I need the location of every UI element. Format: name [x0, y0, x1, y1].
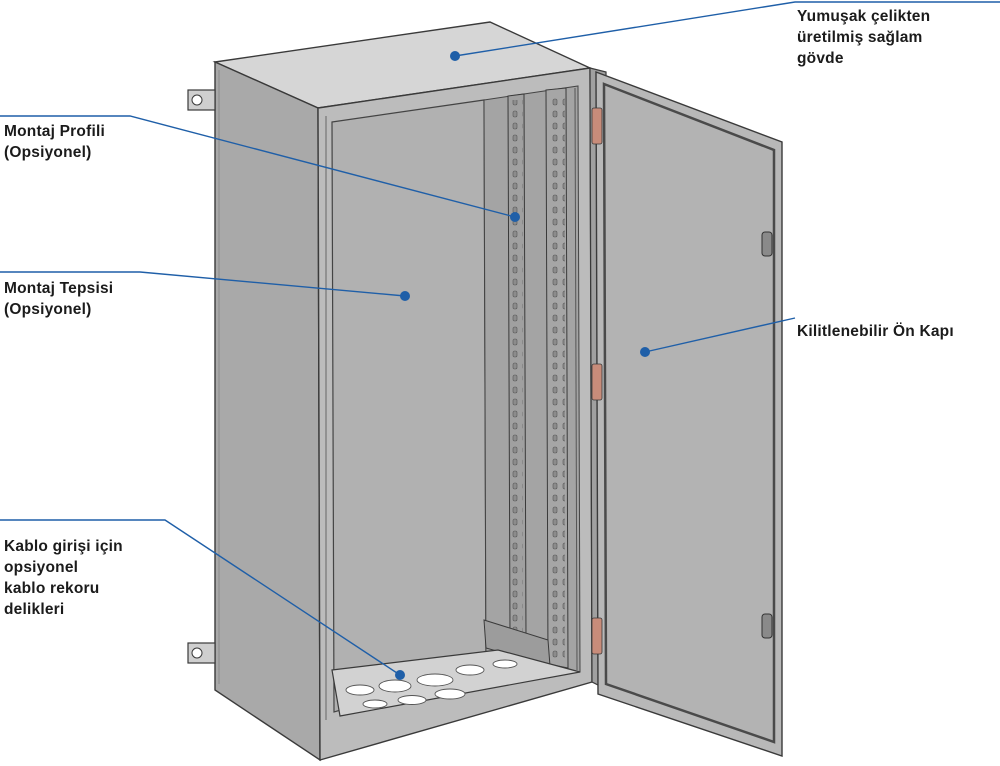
- mounting-tray: [331, 99, 487, 713]
- door-gasket: [602, 82, 776, 744]
- callout-body-line-1: Yumuşak çelikten: [797, 8, 931, 25]
- callout-cable-line-2: opsiyonel: [4, 559, 79, 576]
- callout-profile-line-1: Montaj Profili: [4, 123, 105, 140]
- gland-plate: [331, 649, 581, 717]
- marker-cable: [395, 670, 405, 680]
- callout-door-label: Kilitlenebilir Ön Kapı: [797, 321, 954, 342]
- wall-bracket-bottom: [187, 642, 216, 664]
- callout-body-line-2: üretilmiş sağlam: [797, 29, 923, 46]
- hinge-icon: [591, 107, 603, 655]
- callout-cable-label: Kablo girişi için opsiyonel kablo rekoru…: [4, 536, 123, 620]
- callout-tray-label: Montaj Tepsisi (Opsiyonel): [4, 278, 113, 320]
- callout-profile-line-2: (Opsiyonel): [4, 144, 92, 161]
- callout-body-label: Yumuşak çelikten üretilmiş sağlam gövde: [797, 6, 930, 69]
- callout-markers: [395, 51, 650, 680]
- callout-cable-line-3: kablo rekoru: [4, 580, 100, 597]
- leader-lines: [0, 1, 1000, 676]
- marker-profile: [510, 212, 520, 222]
- callout-profile-label: Montaj Profili (Opsiyonel): [4, 121, 105, 163]
- leader-door: [644, 317, 796, 353]
- callout-tray-line-1: Montaj Tepsisi: [4, 280, 114, 297]
- cabinet-left-side: [214, 60, 321, 762]
- cable-gland-holes: [345, 659, 518, 709]
- marker-body: [450, 51, 460, 61]
- marker-door: [640, 347, 650, 357]
- leader-cable: [0, 519, 401, 676]
- wall-bracket-top: [187, 89, 216, 111]
- marker-tray: [400, 291, 410, 301]
- door-lock-icon: [761, 231, 773, 639]
- callout-cable-line-1: Kablo girişi için: [4, 538, 123, 555]
- leader-tray: [0, 271, 406, 297]
- leader-profile: [0, 115, 516, 218]
- leader-body: [454, 1, 1000, 57]
- callout-body-line-3: gövde: [797, 50, 844, 67]
- callout-tray-line-2: (Opsiyonel): [4, 301, 92, 318]
- callout-cable-line-4: delikleri: [4, 601, 65, 618]
- callout-door-line-1: Kilitlenebilir Ön Kapı: [797, 323, 954, 340]
